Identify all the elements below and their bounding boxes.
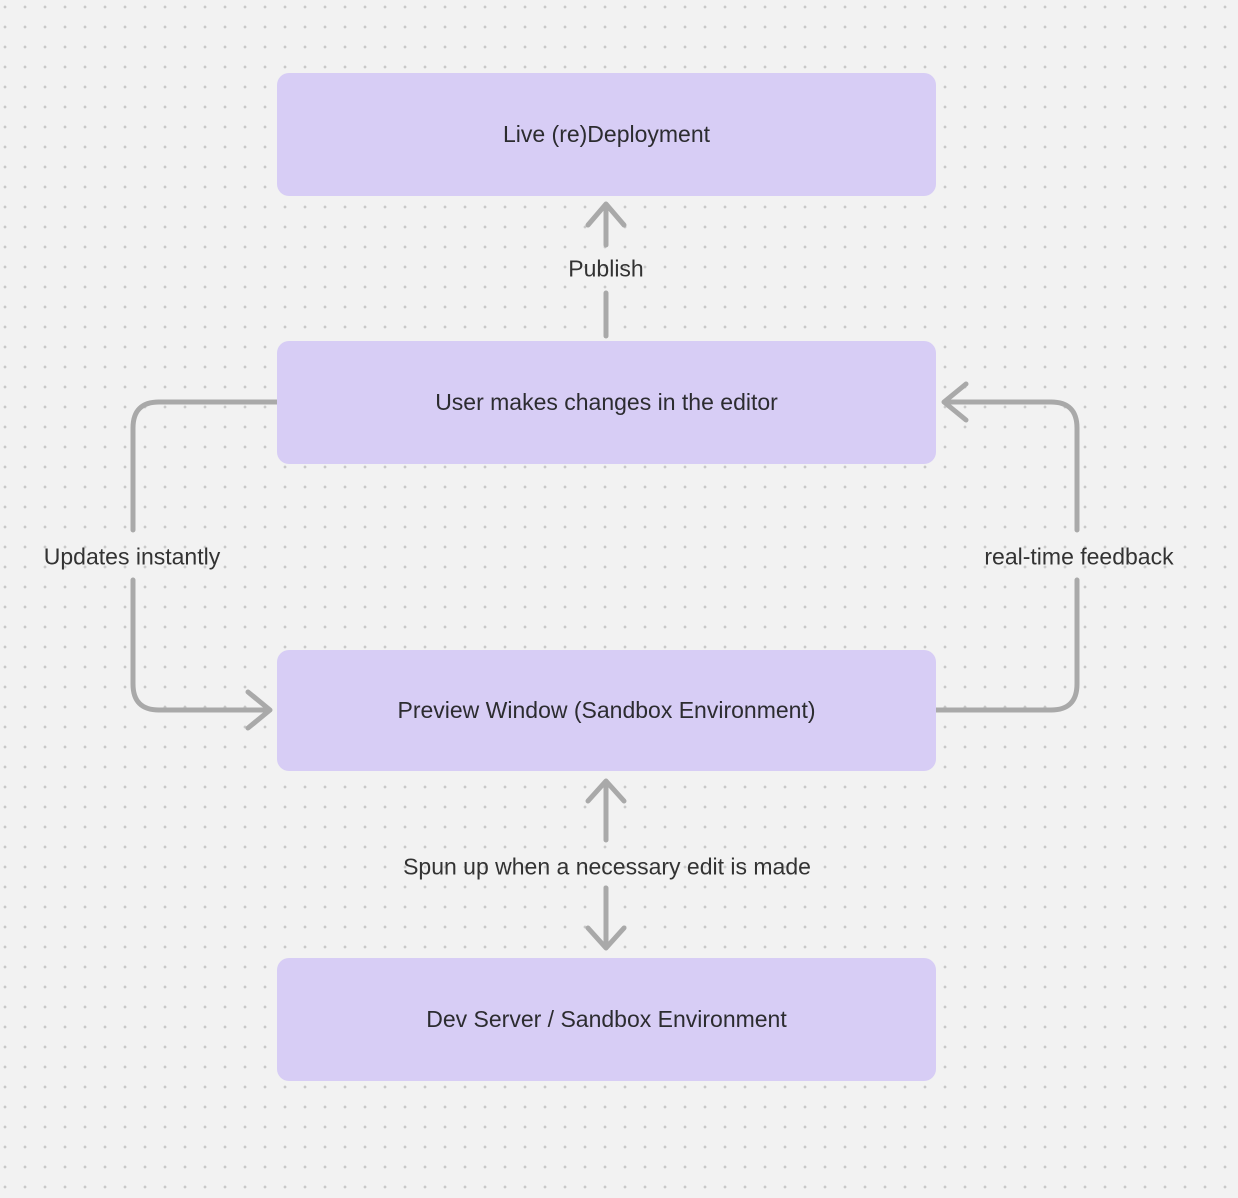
node-editor[interactable]: User makes changes in the editor	[277, 341, 936, 464]
node-dev-server-label: Dev Server / Sandbox Environment	[426, 1006, 787, 1032]
node-live-deployment-label: Live (re)Deployment	[502, 121, 711, 147]
arrow-publish-upper-icon	[585, 201, 627, 248]
arrow-spunup-upper-icon	[585, 778, 627, 843]
edge-label-updates-instantly: Updates instantly	[43, 543, 221, 570]
node-preview-window-label: Preview Window (Sandbox Environment)	[397, 697, 816, 723]
edge-label-spun-up: Spun up when a necessary edit is made	[403, 853, 811, 880]
arrow-spunup-lower-icon	[585, 885, 627, 951]
arrow-updates-upper-icon	[130, 399, 280, 533]
node-preview-window[interactable]: Preview Window (Sandbox Environment)	[277, 650, 936, 771]
arrow-feedback-upper-icon	[941, 381, 1080, 533]
edge-label-real-time-feedback: real-time feedback	[984, 543, 1174, 570]
node-dev-server[interactable]: Dev Server / Sandbox Environment	[277, 958, 936, 1081]
node-editor-label: User makes changes in the editor	[435, 389, 778, 415]
arrow-feedback-lower-icon	[933, 577, 1080, 713]
node-live-deployment[interactable]: Live (re)Deployment	[277, 73, 936, 196]
arrow-updates-lower-icon	[130, 577, 273, 731]
edge-label-publish: Publish	[568, 255, 644, 282]
